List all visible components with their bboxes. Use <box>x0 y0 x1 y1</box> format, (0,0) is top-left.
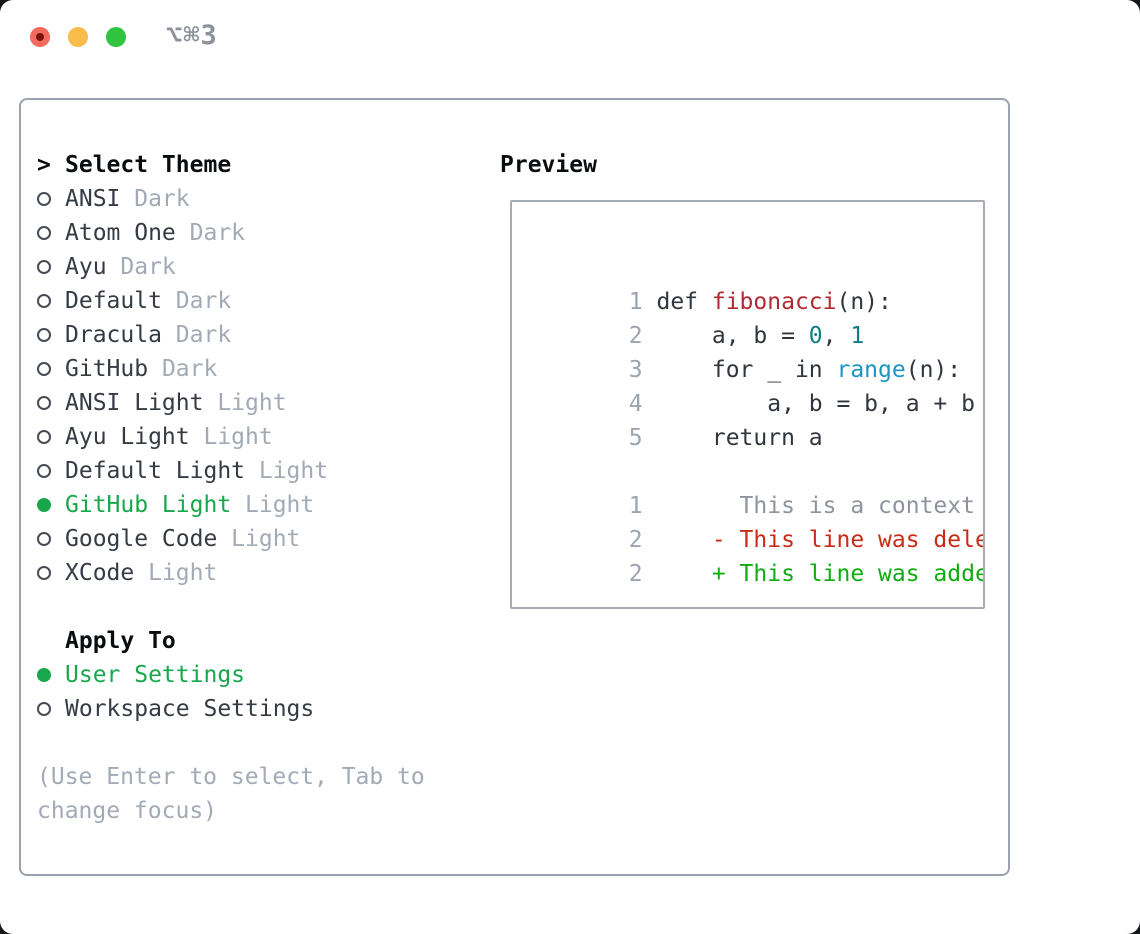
radio-icon <box>37 260 65 274</box>
theme-variant: Light <box>148 560 218 586</box>
line-number: 1 <box>628 289 643 315</box>
theme-variant: Dark <box>161 356 218 382</box>
theme-option-github-dark[interactable]: GitHub Dark <box>37 352 425 386</box>
theme-variant: Light <box>245 492 315 518</box>
line-number: 4 <box>628 391 643 417</box>
theme-name: ANSI Light <box>65 390 204 416</box>
spacer <box>37 726 425 760</box>
zoom-button[interactable] <box>106 27 126 47</box>
radio-icon <box>37 396 65 410</box>
hint-text-line2: change focus) <box>37 798 218 824</box>
theme-option-ansi-dark[interactable]: ANSI Dark <box>37 182 425 216</box>
theme-variant: Light <box>203 424 273 450</box>
apply-to-header: Apply To <box>37 624 425 658</box>
number-literal-token: 0 <box>808 323 823 349</box>
close-button[interactable] <box>30 27 50 47</box>
theme-option-atom-one-dark[interactable]: Atom One Dark <box>37 216 425 250</box>
titlebar: ⌥⌘3 <box>0 0 1140 74</box>
shortcut-label: ⌥⌘3 <box>166 20 218 51</box>
line-number: 5 <box>628 425 643 451</box>
apply-option-name: User Settings <box>65 662 246 688</box>
radio-icon <box>37 702 65 716</box>
theme-option-default-light[interactable]: Default Light Light <box>37 454 425 488</box>
diff-deleted-line: 2 - This line was deleted. <box>518 489 983 553</box>
theme-option-google-code[interactable]: Google Code Light <box>37 522 425 556</box>
function-name-token: fibonacci <box>711 289 837 315</box>
theme-name: XCode <box>65 560 135 586</box>
radio-selected-icon <box>37 498 65 512</box>
theme-option-ayu-dark[interactable]: Ayu Dark <box>37 250 425 284</box>
theme-option-ayu-light[interactable]: Ayu Light Light <box>37 420 425 454</box>
radio-icon <box>37 226 65 240</box>
theme-option-ansi-light[interactable]: ANSI Light Light <box>37 386 425 420</box>
theme-name: GitHub <box>65 356 149 382</box>
theme-option-github-light[interactable]: GitHub Light Light <box>37 488 425 522</box>
theme-option-xcode[interactable]: XCode Light <box>37 556 425 590</box>
line-number: 2 <box>628 527 643 553</box>
theme-variant: Dark <box>134 186 190 212</box>
theme-name: Ayu <box>65 254 107 280</box>
radio-icon <box>37 294 65 308</box>
line-number: 2 <box>628 323 643 349</box>
radio-icon <box>37 566 65 580</box>
radio-icon <box>37 192 65 206</box>
theme-name: GitHub Light <box>65 492 232 518</box>
apply-to-title: Apply To <box>65 628 176 654</box>
theme-option-default-dark[interactable]: Default Dark <box>37 284 425 318</box>
apply-option-name: Workspace Settings <box>65 696 315 722</box>
line-number: 2 <box>628 561 643 587</box>
theme-name: Atom One <box>65 220 176 246</box>
radio-icon <box>37 362 65 376</box>
theme-variant: Dark <box>189 220 246 246</box>
line-number: 3 <box>628 357 643 383</box>
theme-name: ANSI <box>65 186 121 212</box>
diff-context-line: 1 This is a context line. <box>518 455 979 519</box>
theme-variant: Light <box>217 390 287 416</box>
select-theme-title: Select Theme <box>65 152 232 178</box>
theme-name: Google Code <box>65 526 218 552</box>
hint-text-line1: (Use Enter to select, Tab to <box>37 764 425 790</box>
diff-added-line: 2 + This line was added. <box>518 523 983 587</box>
theme-variant: Dark <box>175 288 232 314</box>
prompt-icon: > <box>37 152 51 178</box>
theme-name: Default <box>65 288 162 314</box>
radio-icon <box>37 464 65 478</box>
apply-option-workspace-settings[interactable]: Workspace Settings <box>37 692 425 726</box>
select-theme-header: > Select Theme <box>37 148 425 182</box>
theme-variant: Light <box>258 458 329 484</box>
radio-icon <box>37 328 65 342</box>
apply-option-user-settings[interactable]: User Settings <box>37 658 425 692</box>
spacer <box>37 590 425 624</box>
theme-variant: Dark <box>175 322 232 348</box>
code-line: 2 a, b = 0, 1 <box>518 285 979 349</box>
minimize-button[interactable] <box>68 27 88 47</box>
theme-name: Ayu Light <box>65 424 190 450</box>
number-literal-token: 1 <box>850 323 865 349</box>
code-line: 4 a, b = b, a + b <box>518 353 979 417</box>
line-number: 1 <box>628 493 643 519</box>
theme-name: Dracula <box>65 322 162 348</box>
theme-name: Default Light <box>65 458 246 484</box>
theme-variant: Light <box>231 526 301 552</box>
preview-title: Preview <box>500 152 597 178</box>
builtin-function-token: range <box>836 357 906 383</box>
radio-selected-icon <box>37 668 65 682</box>
theme-variant: Dark <box>120 254 176 280</box>
theme-option-dracula-dark[interactable]: Dracula Dark <box>37 318 425 352</box>
radio-icon <box>37 532 65 546</box>
radio-icon <box>37 430 65 444</box>
code-line: 3 for _ in range(n): <box>518 319 979 383</box>
code-line: 5 return a <box>518 387 979 451</box>
